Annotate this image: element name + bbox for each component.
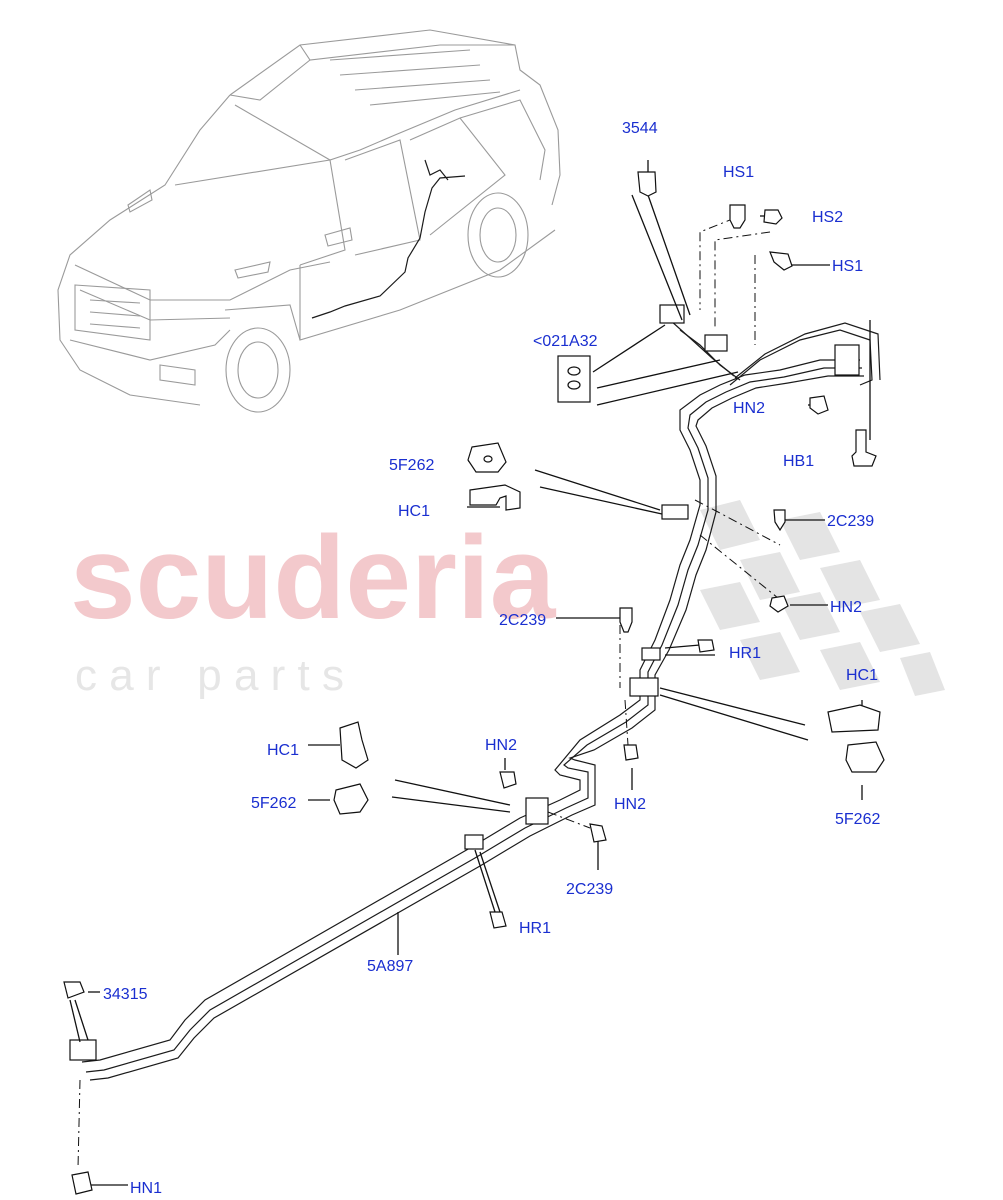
grommet-5f262-left [333,783,369,815]
seal-ring-1 [567,366,581,376]
callout-hc1-right: HC1 [846,667,878,684]
watermark-brand: scuderia [70,512,557,644]
clip-upper-mid [704,334,728,352]
callout-2c239-right: 2C239 [827,513,874,530]
callout-2c239-lower: 2C239 [566,881,613,898]
clip-upper-right [834,344,860,376]
fastener-2c239-mid [619,607,633,633]
callout-hn2-upper: HN2 [733,400,765,417]
nut-hn1 [71,1171,93,1195]
checkered-flag-watermark [700,500,945,696]
watermark: scuderia c a r p a r t s [70,500,945,700]
grommet-5f262-right [845,741,885,773]
fastener-34315 [63,981,85,999]
clip-end [69,1039,97,1061]
nut-hn2-right [769,595,789,613]
callout-hr1-lower: HR1 [519,920,551,937]
nut-hn2-mid-left [499,771,517,789]
callout-2c239-mid: 2C239 [499,612,546,629]
clip-lower [525,797,549,825]
clip-mid-upper [661,504,689,520]
screw-hs1-top [729,204,746,229]
leader-lines [69,160,871,1186]
bracket-3544 [637,171,657,197]
callout-3544: 3544 [622,120,658,137]
callout-021a32: <021A32 [533,333,598,350]
nut-hn2-upper [809,395,829,415]
callout-5f262-top: 5F262 [389,457,434,474]
clip-hc1-top [469,484,521,511]
callout-hn1: HN1 [130,1180,162,1197]
callout-5a897: 5A897 [367,958,413,975]
callout-hn2-mid-right: HN2 [614,796,646,813]
watermark-tagline: c a r p a r t s [75,651,344,700]
callout-hn2-mid-left: HN2 [485,737,517,754]
nut-hn2-mid-right [623,744,639,761]
clip-mid [641,647,661,661]
callout-hc1-top: HC1 [398,503,430,520]
vehicle-outline [57,29,561,413]
callout-5f262-left: 5F262 [251,795,296,812]
callout-hr1-upper: HR1 [729,645,761,662]
callout-5f262-right: 5F262 [835,811,880,828]
assembly-lines [77,217,781,1169]
callout-34315: 34315 [103,986,148,1003]
callout-hs1-right: HS1 [832,258,863,275]
ring-hr1-upper [697,639,715,653]
ring-hr1-lower [489,911,507,929]
clip-mid-lower [629,677,659,697]
callout-hb1: HB1 [783,453,814,470]
clip-hc1-left [339,721,369,769]
callout-labels: 3544 HS1 HS2 HS1 <021A32 HN2 HB1 5F262 H… [103,120,880,1197]
screw-hs1-right [769,251,793,271]
bolt-hb1 [851,429,877,467]
callout-hc1-left: HC1 [267,742,299,759]
seal-kit-021a32 [557,355,591,403]
fastener-2c239-right [773,509,786,532]
callout-hn2-right: HN2 [830,599,862,616]
grommet-hole [483,455,493,463]
parts [63,171,885,1195]
fastener-2c239-lower [589,823,607,843]
screw-hs2 [763,209,783,225]
seal-ring-2 [567,380,581,390]
clip-hc1-right [827,704,881,733]
clip-upper-left [659,304,685,324]
callout-hs2: HS2 [812,209,843,226]
clip-lower-left [464,834,484,850]
callout-hs1-top: HS1 [723,164,754,181]
fuel-line-assembly [69,304,881,1081]
